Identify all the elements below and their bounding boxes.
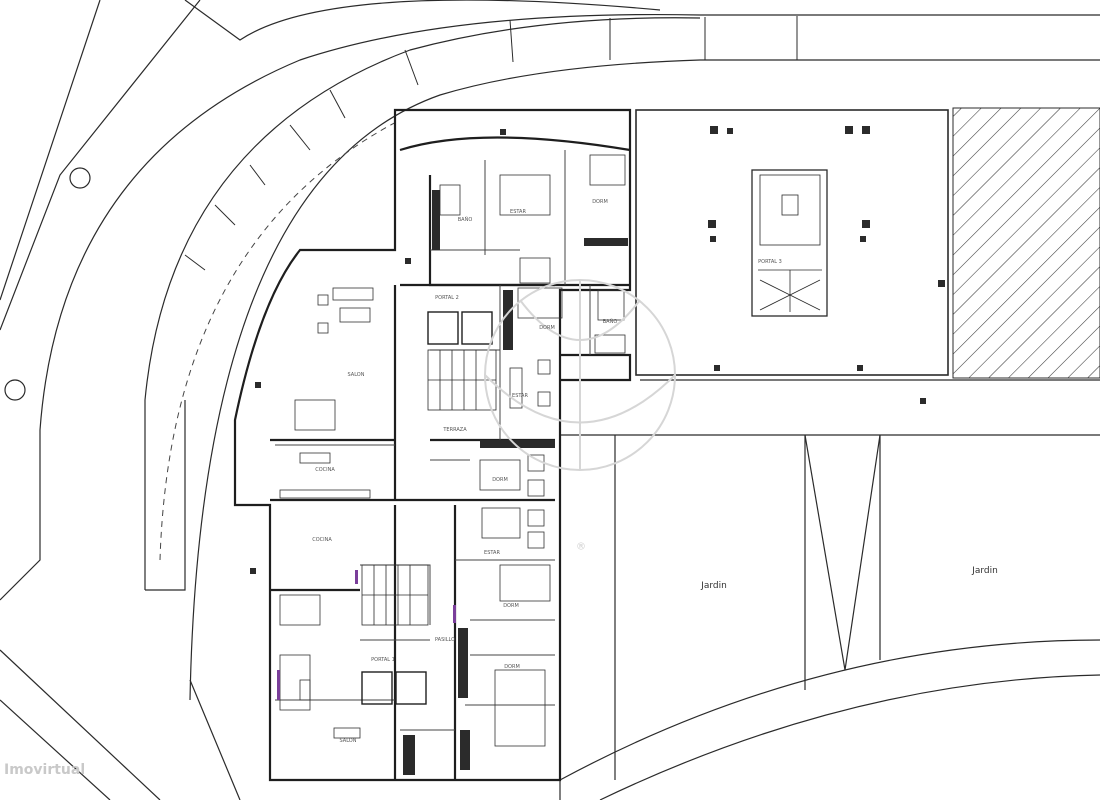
stair-core-detail	[758, 174, 822, 312]
room-label: BAÑO	[457, 217, 473, 223]
garden-zone	[559, 379, 1100, 800]
room-label: SALON	[347, 372, 365, 378]
street-lamp	[69, 167, 91, 189]
street-lamp	[4, 379, 26, 401]
portal-label: PORTAL 2	[435, 295, 459, 301]
room-label: DORM	[592, 199, 608, 205]
room-label: BAÑO	[602, 319, 618, 325]
stair-wells	[361, 349, 497, 626]
room-label: ESTAR	[510, 209, 526, 215]
accent-marks	[277, 570, 456, 700]
fixture-symbols	[250, 126, 945, 574]
room-label: ESTAR	[512, 393, 528, 399]
room-label: DORM	[539, 325, 555, 331]
room-label: DORM	[492, 477, 508, 483]
elevators	[361, 311, 493, 705]
street-ticks	[184, 16, 798, 271]
sidewalk-dashes	[159, 119, 401, 561]
room-label: PASILLO	[434, 637, 456, 643]
portal-label: PORTAL 1	[371, 657, 395, 663]
room-label: TERRAZA	[443, 427, 467, 433]
hatched-zone	[952, 107, 1100, 379]
room-label: COCINA	[312, 537, 332, 543]
stair-core-portal-3	[751, 169, 828, 317]
registered-mark: ®	[576, 541, 586, 553]
watermark-logo	[484, 279, 676, 471]
courtyard-block	[635, 109, 949, 376]
wardrobes	[403, 190, 628, 775]
furniture	[279, 154, 626, 747]
watermark-text: Imovirtual	[4, 762, 86, 778]
room-label: SALON	[339, 738, 357, 744]
room-label: DORM	[503, 603, 519, 609]
portal-label: PORTAL 3	[758, 259, 782, 265]
room-label: COCINA	[315, 467, 335, 473]
room-label: DORM	[504, 664, 520, 670]
garden-label: Jardin	[701, 581, 727, 591]
room-label: ESTAR	[484, 550, 500, 556]
garden-label: Jardin	[972, 566, 998, 576]
